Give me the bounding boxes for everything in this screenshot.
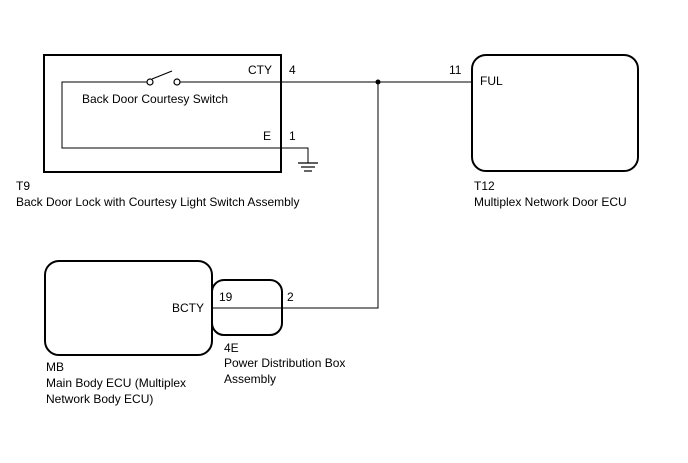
t9-internal-wire [61,81,282,149]
mb-name-line2: Network Body ECU) [46,392,154,406]
switch-contact-right [173,78,181,86]
4e-pin-2: 2 [287,290,294,304]
4e-code: 4E [224,341,239,355]
4e-pin-19: 19 [219,290,233,304]
t9-terminal-cty: CTY [248,63,272,77]
t12-pin-11: 11 [449,63,462,77]
switch-blade [151,70,173,80]
t12-name: Multiplex Network Door ECU [474,195,627,209]
t9-terminal-e: E [263,129,272,143]
4e-name-line2: Assembly [224,372,277,386]
t9-pin-4: 4 [289,63,296,77]
t9-pin-1: 1 [289,129,296,143]
t12-terminal-ful: FUL [480,74,503,88]
4e-name-line1: Power Distribution Box [224,356,346,370]
t9-code: T9 [16,179,31,193]
t9-name: Back Door Lock with Courtesy Light Switc… [16,195,300,209]
mb-terminal-bcty: BCTY [172,301,205,315]
mb-name-line1: Main Body ECU (Multiplex [46,376,187,390]
switch-label: Back Door Courtesy Switch [82,92,229,106]
t9-box [43,54,282,173]
wire-splice-to-4e [282,82,379,309]
t12-box [471,54,639,172]
t12-code: T12 [474,179,495,193]
wire-ground [282,147,309,163]
mb-code: MB [46,360,64,374]
switch-contact-left [146,78,154,86]
